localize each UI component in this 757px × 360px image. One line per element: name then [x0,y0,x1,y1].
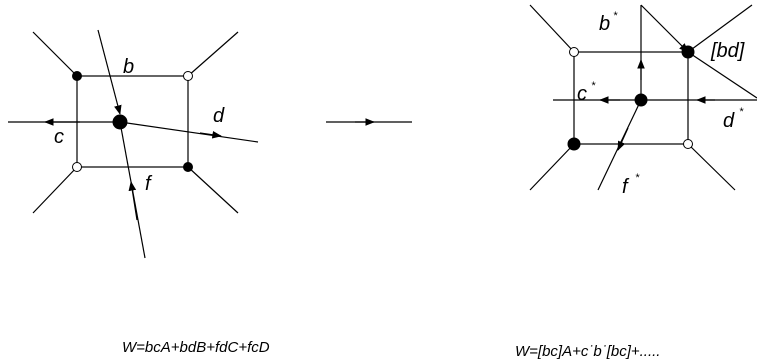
left-node-white-bottom-left [72,162,82,172]
left-line-d [119,121,259,143]
left-leg-top-right [187,31,239,77]
right-leg-bottom-right [687,143,736,191]
left-superpotential: W=bcA+bdB+fdC+fcD [122,339,270,356]
left-node-black-bottom-right [183,162,193,172]
right-label-b: b [599,13,610,35]
left-leg-top-left [32,31,78,77]
left-label-f: f [145,173,153,195]
left-label-c: c [54,126,64,148]
left-node-center [112,114,128,130]
right-superpotential: W=[bc]A+c˙b˙[bc]+..... [515,343,660,360]
left-arrow-f [128,181,138,221]
right-leg-top-left [529,4,575,53]
right-label-d: d [723,110,735,132]
left-arrow-d [199,130,222,139]
right-label-b-star: * [613,10,618,22]
right-label-c: c [577,83,587,105]
right-quiver: b * c * d * f * [bd] [529,4,757,198]
right-label-d-star: * [739,106,744,118]
right-node-white-top-left [569,47,579,57]
right-label-f: f [622,176,630,198]
right-leg-top-right [687,4,753,53]
left-arrow-b [97,29,122,115]
right-leg-bottom-left [529,143,575,191]
right-arrow-bd [640,4,689,53]
left-leg-bottom-left [32,166,78,214]
right-label-bd: [bd] [710,40,745,62]
right-line-meson-out [687,51,757,99]
left-node-black-top-left [72,71,82,81]
right-arrow-f-star [617,127,629,151]
right-node-black-bottom-left [567,137,581,151]
right-quiver-square [573,51,689,145]
right-label-c-star: * [591,80,596,92]
right-node-center [634,93,648,107]
right-node-black-top-right [681,45,695,59]
right-node-white-bottom-right [683,139,693,149]
left-node-white-top-right [183,71,193,81]
right-label-f-star: * [635,172,640,184]
left-quiver: b c d f [8,29,259,259]
left-label-b: b [123,56,134,78]
left-label-d: d [213,105,225,127]
left-leg-bottom-right [187,166,239,214]
